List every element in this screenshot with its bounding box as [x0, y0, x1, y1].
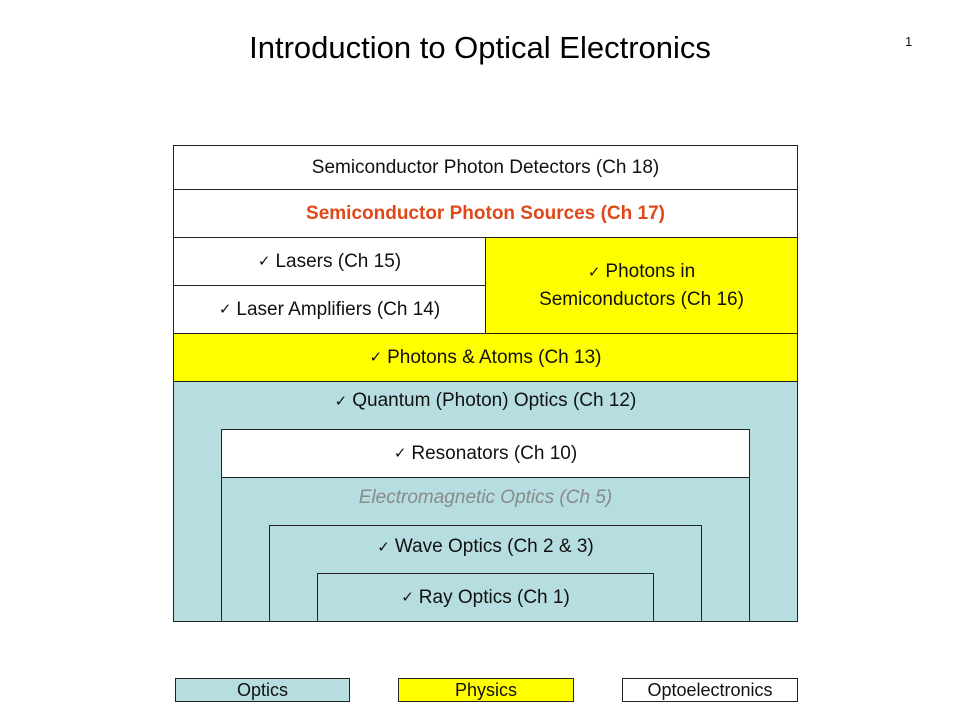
photon-detectors-box: Semiconductor Photon Detectors (Ch 18)	[173, 145, 798, 190]
photons-atoms-box: ✓Photons & Atoms (Ch 13)	[173, 333, 798, 382]
check-icon: ✓	[334, 393, 348, 410]
photon-sources-box: Semiconductor Photon Sources (Ch 17)	[173, 189, 798, 238]
legend-optics: Optics	[175, 678, 350, 702]
resonators-box: ✓Resonators (Ch 10)	[221, 429, 750, 478]
quantum-optics-label: ✓Quantum (Photon) Optics (Ch 12)	[334, 390, 637, 411]
check-icon: ✓	[401, 588, 414, 606]
check-icon: ✓	[257, 252, 271, 270]
check-icon: ✓	[393, 444, 407, 462]
check-icon: ✓	[218, 300, 232, 318]
check-icon: ✓	[587, 263, 601, 281]
ray-optics-box: ✓Ray Optics (Ch 1)	[317, 573, 654, 622]
check-icon: ✓	[377, 539, 390, 556]
photons-semiconductors-box: ✓Photons in Semiconductors (Ch 16)	[485, 237, 798, 334]
legend-physics: Physics	[398, 678, 574, 702]
legend-optoelectronics: Optoelectronics	[622, 678, 798, 702]
page-title: Introduction to Optical Electronics	[249, 30, 711, 65]
laser-amplifiers-box: ✓Laser Amplifiers (Ch 14)	[173, 285, 486, 334]
photons-semiconductors-line2: Semiconductors (Ch 16)	[539, 288, 744, 310]
wave-optics-label: ✓Wave Optics (Ch 2 & 3)	[377, 536, 594, 557]
page-number: 1	[905, 34, 913, 49]
check-icon: ✓	[369, 348, 383, 366]
lasers-box: ✓Lasers (Ch 15)	[173, 237, 486, 286]
electromagnetic-optics-label: Electromagnetic Optics (Ch 5)	[358, 487, 613, 508]
photons-semiconductors-line1: ✓Photons in	[587, 260, 696, 282]
